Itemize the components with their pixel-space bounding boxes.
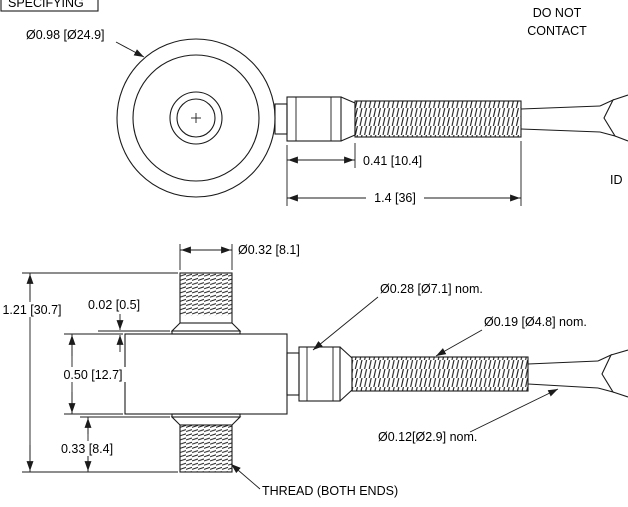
center-cross [191,113,201,123]
connector-step [274,103,288,135]
side-view-cable [274,94,628,142]
id-fragment: ID [610,173,623,187]
connector-step-2 [286,352,300,396]
cable-break [599,94,628,142]
label-spring-diameter-text: Ø0.19 [Ø4.8] nom. [484,315,587,329]
label-thread-note: THREAD (BOTH ENDS) [230,463,398,498]
bottom-stud [170,413,242,473]
dim-assembly-length-text: 1.4 [36] [374,191,416,205]
do-not-contact-line1: DO NOT [533,6,582,20]
dim-relief-length-text: 0.41 [10.4] [363,154,422,168]
label-thread-note-text: THREAD (BOTH ENDS) [262,484,398,498]
dim-body-diameter-text: Ø0.98 [Ø24.9] [26,28,105,42]
cable-break-2 [597,349,628,398]
bottom-stud-threads [180,425,232,472]
bore-circle [176,98,216,138]
dim-overall-height: 1.21 [30.7] [1,272,178,473]
dim-boss-thickness-text: 0.02 [0.5] [88,298,140,312]
spring-guard-2 [351,356,529,392]
dim-body-diameter: Ø0.98 [Ø24.9] [26,28,145,58]
front-view [116,38,276,198]
dim-body-height: 0.50 [12.7] [60,333,126,415]
do-not-contact-note: DO NOT CONTACT [527,6,587,38]
label-cable-diameter-text: Ø0.12[Ø2.9] nom. [378,430,477,444]
label-connector-diameter-text: Ø0.28 [Ø7.1] nom. [380,282,483,296]
mid-circle [132,54,260,182]
sensor-body [124,333,288,415]
corner-note-text: SPECIFYING [8,0,84,10]
leader-line [115,41,145,58]
section-view [124,272,628,473]
section-cable-assembly [286,346,628,402]
dim-stud-length-text: 0.33 [8.4] [61,442,113,456]
spring-guard [354,100,522,138]
dim-stud-length: 0.33 [8.4] [55,416,170,472]
bottom-stud-flare [170,416,242,426]
label-spring-diameter: Ø0.19 [Ø4.8] nom. [435,315,587,357]
corner-note-border [0,0,99,12]
top-stud [170,272,242,335]
strain-relief-nut [286,96,356,142]
top-stud-flare [170,322,242,332]
dim-overall-height-text: 1.21 [30.7] [2,303,61,317]
corner-note-box: SPECIFYING [0,0,99,12]
cable [520,105,601,133]
top-stud-threads [180,273,232,316]
hub-circle [169,91,223,145]
cable-2 [527,360,599,389]
dim-stud-diameter-text: Ø0.32 [8.1] [238,243,300,257]
dim-stud-diameter: Ø0.32 [8.1] [179,243,300,270]
dim-assembly-length: 1.4 [36] [287,141,522,206]
top-boss [171,330,241,335]
do-not-contact-line2: CONTACT [527,24,587,38]
label-cable-diameter: Ø0.12[Ø2.9] nom. [378,388,559,444]
dim-body-height-text: 0.50 [12.7] [63,368,122,382]
dim-boss-thickness: 0.02 [0.5] [88,298,170,352]
label-connector-diameter: Ø0.28 [Ø7.1] nom. [312,282,483,351]
dim-relief-length: 0.41 [10.4] [286,143,422,206]
strain-relief-nut-2 [298,346,353,402]
